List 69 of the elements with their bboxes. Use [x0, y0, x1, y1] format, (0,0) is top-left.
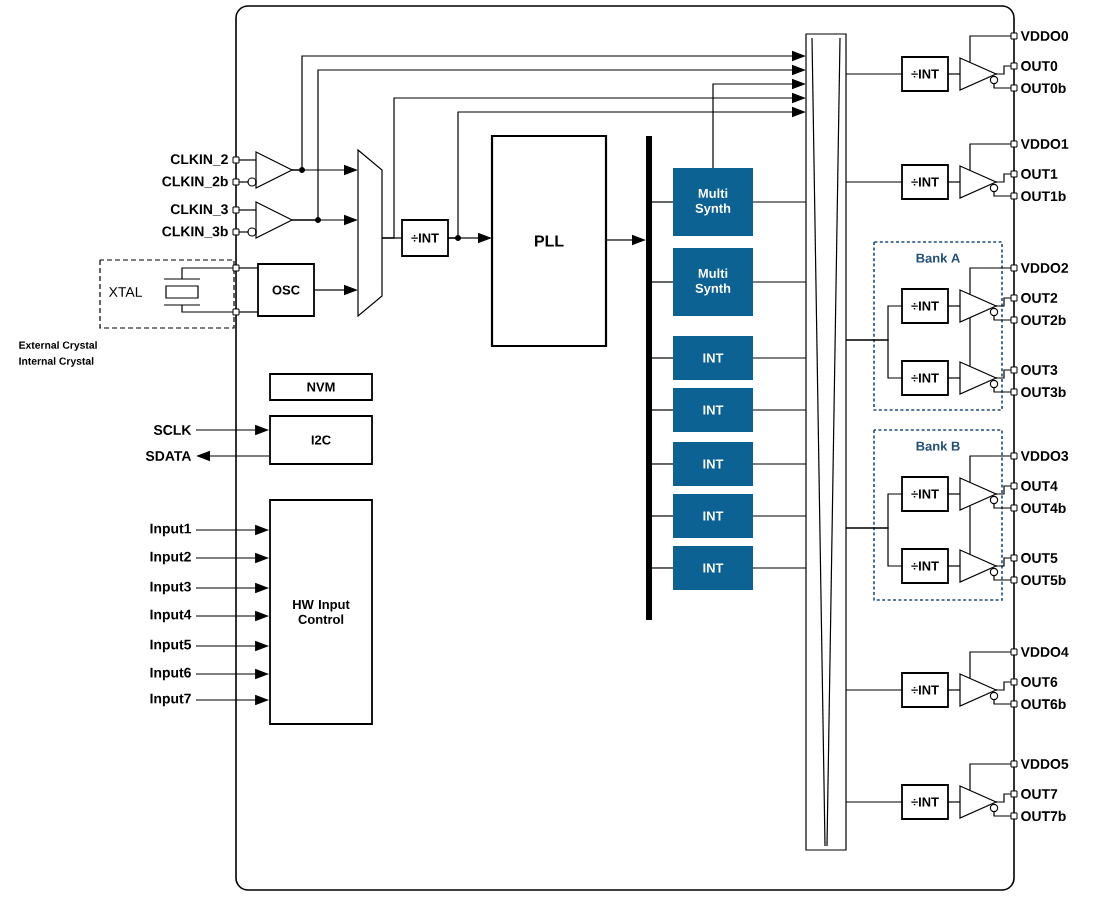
connector: [845, 801, 903, 803]
connector: [995, 369, 1012, 379]
crosspoint-switch: [805, 33, 847, 851]
connector: [752, 281, 807, 283]
buffer-triangle: [247, 201, 294, 239]
connector: [969, 505, 971, 555]
connector: [651, 281, 674, 283]
connector: [947, 305, 961, 307]
connector: [845, 73, 903, 75]
connector: [651, 515, 674, 517]
connector: [238, 209, 257, 211]
connector: [238, 311, 259, 313]
connector: [969, 35, 1012, 63]
connector: [995, 297, 1012, 307]
connector: [993, 575, 1012, 581]
driver-triangle: [959, 165, 999, 199]
connector: [947, 801, 961, 803]
connector: [238, 181, 249, 183]
connector: [752, 463, 807, 465]
connector: [752, 201, 807, 203]
connector: [947, 689, 961, 691]
connector: [995, 793, 1012, 803]
driver-triangle: [959, 361, 999, 395]
connector: [993, 699, 1012, 705]
connector: [995, 173, 1012, 183]
driver-triangle: [959, 57, 999, 91]
connector: [752, 409, 807, 411]
connector: [947, 493, 961, 495]
connector: [993, 503, 1012, 509]
connector: [995, 681, 1012, 691]
connector: [993, 83, 1012, 89]
connector: [651, 409, 674, 411]
connector: [845, 689, 903, 691]
connector: [238, 231, 249, 233]
connector: [993, 811, 1012, 817]
connector: [752, 357, 807, 359]
connector: [993, 387, 1012, 393]
driver-triangle: [959, 549, 999, 583]
connector: [947, 377, 961, 379]
connector: [651, 463, 674, 465]
connector: [969, 763, 1012, 791]
connector: [969, 317, 971, 367]
connector: [993, 191, 1012, 197]
connector: [947, 181, 961, 183]
connector: [969, 267, 1012, 295]
connector: [947, 73, 961, 75]
connector: [969, 651, 1012, 679]
connector: [995, 65, 1012, 75]
connector: [993, 315, 1012, 321]
driver-triangle: [959, 477, 999, 511]
connector: [238, 159, 257, 161]
buffer-triangle: [247, 151, 294, 189]
driver-triangle: [959, 785, 999, 819]
connector: [845, 181, 903, 183]
connector: [995, 485, 1012, 495]
driver-triangle: [959, 673, 999, 707]
connector: [947, 565, 961, 567]
connector: [752, 567, 807, 569]
connector: [845, 527, 903, 567]
connector: [651, 201, 674, 203]
connector: [651, 567, 674, 569]
connector: [651, 357, 674, 359]
connector: [969, 455, 1012, 483]
connector: [969, 143, 1012, 171]
driver-triangle: [959, 289, 999, 323]
connector: [238, 267, 259, 269]
connector: [995, 557, 1012, 567]
connector: [845, 339, 903, 379]
connector: [752, 515, 807, 517]
